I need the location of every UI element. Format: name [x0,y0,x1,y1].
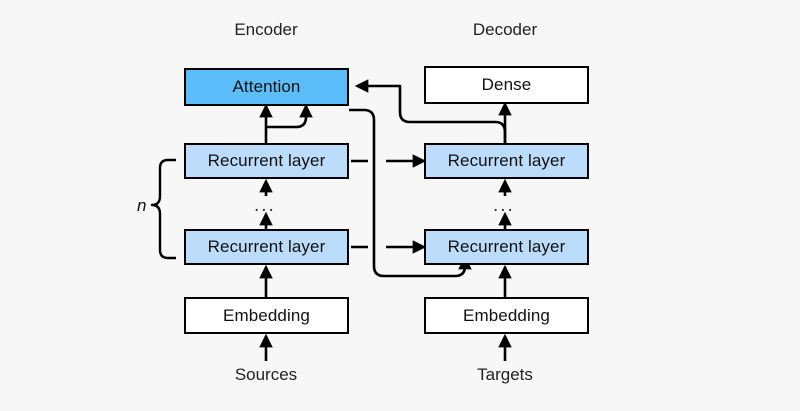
stack-brace [150,158,176,260]
encoder-recurrent-layer-top[interactable]: Recurrent layer [184,143,349,179]
decoder-title: Decoder [472,20,538,39]
decoder-recurrent-layer-top[interactable]: Recurrent layer [424,143,589,179]
encoder-stack-ellipsis: ... [254,195,276,216]
encoder-title: Encoder [234,20,298,39]
targets-input-label: Targets [477,365,533,384]
encoder-attention-block[interactable]: Attention [184,68,349,106]
edge-enc-recurrent-to-attention-branch [266,103,313,129]
decoder-stack-ellipsis: ... [493,195,515,216]
encoder-embedding-block[interactable]: Embedding [184,297,349,334]
sources-input-label: Sources [234,365,298,384]
decoder-embedding-block[interactable]: Embedding [424,297,589,334]
stack-count-label: n [137,196,147,215]
encoder-recurrent-layer-bottom[interactable]: Recurrent layer [184,229,349,265]
decoder-recurrent-layer-bottom[interactable]: Recurrent layer [424,229,589,265]
edge-attention-out-to-decoder [349,108,472,278]
decoder-dense-block[interactable]: Dense [424,66,589,104]
